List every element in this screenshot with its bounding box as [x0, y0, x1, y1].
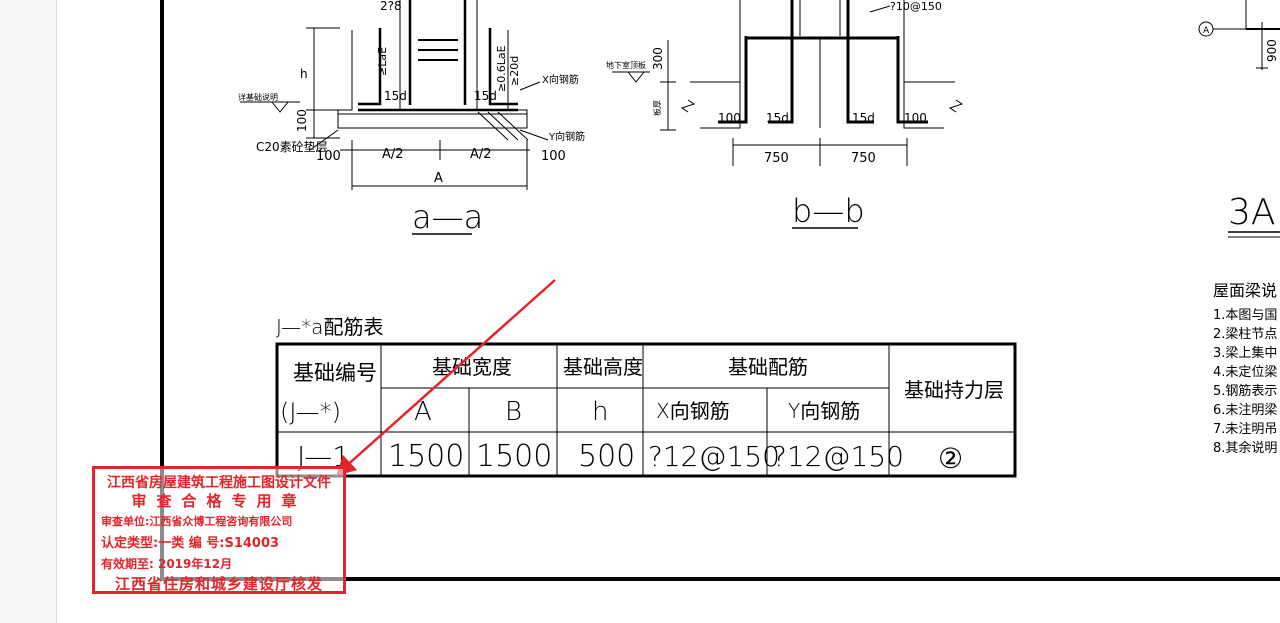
stamp-line-5: 有效期至: 2019年12月 — [101, 557, 233, 571]
note-item: 3.梁上集中 — [1213, 346, 1278, 361]
label-slab-side: 板厚 — [652, 100, 662, 116]
section-3a-partial — [1198, 0, 1280, 70]
label-15d-bb-left: 15d — [766, 111, 789, 125]
cell-b: 1500 — [476, 439, 552, 474]
header-bearing-layer: 基础持力层 — [904, 378, 1004, 402]
section-b-b-title: b—b — [792, 192, 865, 230]
section-a-a-title: a—a — [412, 198, 483, 236]
stamp-line-4: 认定类型:一类 编 号:S14003 — [101, 532, 339, 551]
cell-a: 1500 — [388, 439, 464, 474]
cell-y-rebar: ?12@150 — [772, 440, 904, 473]
label-100-bb-right: 100 — [904, 111, 927, 125]
label-2q8: 2?8 — [380, 0, 402, 13]
left-sidebar-strip — [0, 0, 57, 623]
cell-x-rebar: ?12@150 — [648, 440, 780, 473]
header-height: 基础高度 — [563, 355, 643, 379]
stamp-line-2: 审查合格专用章 — [131, 492, 307, 510]
stamp-line-4-label: 认定类型:一类 编 号: — [101, 536, 225, 551]
label-15d-bb-right: 15d — [852, 111, 875, 125]
section-b-b-labels: ?10@150 地下室顶板 300 板厚 100 15d 15d 100 750… — [606, 0, 942, 230]
table-title: J—*a配筋表 — [276, 315, 383, 339]
label-a-half-right: A/2 — [470, 147, 492, 162]
cell-h: 500 — [578, 439, 635, 474]
note-item: 8.其余说明 — [1213, 441, 1278, 456]
label-q10: ?10@150 — [890, 0, 942, 13]
label-300: 300 — [651, 47, 665, 70]
label-see-foundation: 详基础说明 — [238, 92, 278, 102]
label-y-rebar: Y向钢筋 — [548, 130, 585, 143]
header-foundation-no: 基础编号 — [293, 361, 377, 385]
note-item: 7.未注明吊 — [1213, 422, 1278, 437]
label-100-vertical: 100 — [295, 109, 309, 132]
roof-beam-notes: 屋面梁说 1.本图与国 2.梁柱节点 3.梁上集中 4.未定位梁 5.钢筋表示 … — [1213, 281, 1280, 458]
label-lae: ≥LaE — [376, 47, 389, 76]
rebar-table-grid — [275, 342, 1017, 478]
header-y-rebar: Y向钢筋 — [788, 399, 860, 423]
header-width: 基础宽度 — [432, 355, 512, 379]
note-item: 5.钢筋表示 — [1213, 384, 1278, 399]
label-900: 900 — [1265, 39, 1279, 62]
header-h: h — [592, 397, 608, 427]
label-750-right: 750 — [851, 151, 876, 166]
stamp-line-6: 江西省住房和城乡建设厅核发 — [114, 575, 323, 593]
section-a-a — [240, 0, 549, 190]
label-c20: C20素砼垫层 — [256, 139, 328, 154]
note-item: 6.未注明梁 — [1213, 403, 1278, 418]
stamp-line-4-value: S14003 — [224, 536, 280, 551]
header-b: B — [505, 397, 522, 427]
label-a-half-left: A/2 — [382, 147, 404, 162]
header-a: A — [414, 397, 432, 427]
rebar-table: J—*a配筋表 基础编号 (J—*) 基础宽度 基础高度 基础配筋 基础持力层 … — [276, 315, 1004, 475]
label-100-bb-left: 100 — [718, 111, 741, 125]
section-3a-title: 3A — [1228, 192, 1276, 233]
label-06lae: ≥0.6LaE — [495, 45, 508, 92]
header-x-rebar: X向钢筋 — [656, 399, 730, 423]
header-foundation-no-sub: (J—*) — [280, 398, 341, 426]
label-20d: ≥20d — [508, 56, 521, 86]
section-3a-labels: A 900 3A — [1203, 26, 1280, 238]
header-reinforcement: 基础配筋 — [728, 355, 808, 379]
label-x-rebar: X向钢筋 — [542, 73, 579, 86]
section-a-a-labels: 2?8 h ≥LaE ≥0.6LaE ≥20d X向钢筋 Y向钢筋 详基础说明 … — [238, 0, 585, 236]
label-a: A — [434, 171, 443, 186]
label-15d-right: 15d — [474, 89, 497, 103]
notes-title: 屋面梁说 — [1213, 281, 1278, 300]
note-item: 2.梁柱节点 — [1213, 327, 1278, 342]
section-b-b — [612, 0, 964, 166]
approval-stamp: 江西省房屋建筑工程施工图设计文件 审查合格专用章 审查单位:江西省众博工程咨询有… — [92, 466, 346, 594]
label-basement-floor: 地下室顶板 — [606, 60, 646, 70]
note-item: 4.未定位梁 — [1213, 365, 1278, 380]
cell-bearing: ② — [938, 442, 963, 475]
label-100-right: 100 — [541, 149, 566, 164]
label-750-left: 750 — [764, 151, 789, 166]
label-h: h — [300, 67, 308, 81]
stamp-line-1: 江西省房屋建筑工程施工图设计文件 — [107, 475, 331, 491]
label-circle-a: A — [1203, 26, 1210, 36]
label-15d-left: 15d — [384, 89, 407, 103]
stamp-line-3: 审查单位:江西省众博工程咨询有限公司 — [101, 515, 293, 528]
note-item: 1.本图与国 — [1213, 308, 1278, 323]
label-100-left: 100 — [316, 149, 341, 164]
